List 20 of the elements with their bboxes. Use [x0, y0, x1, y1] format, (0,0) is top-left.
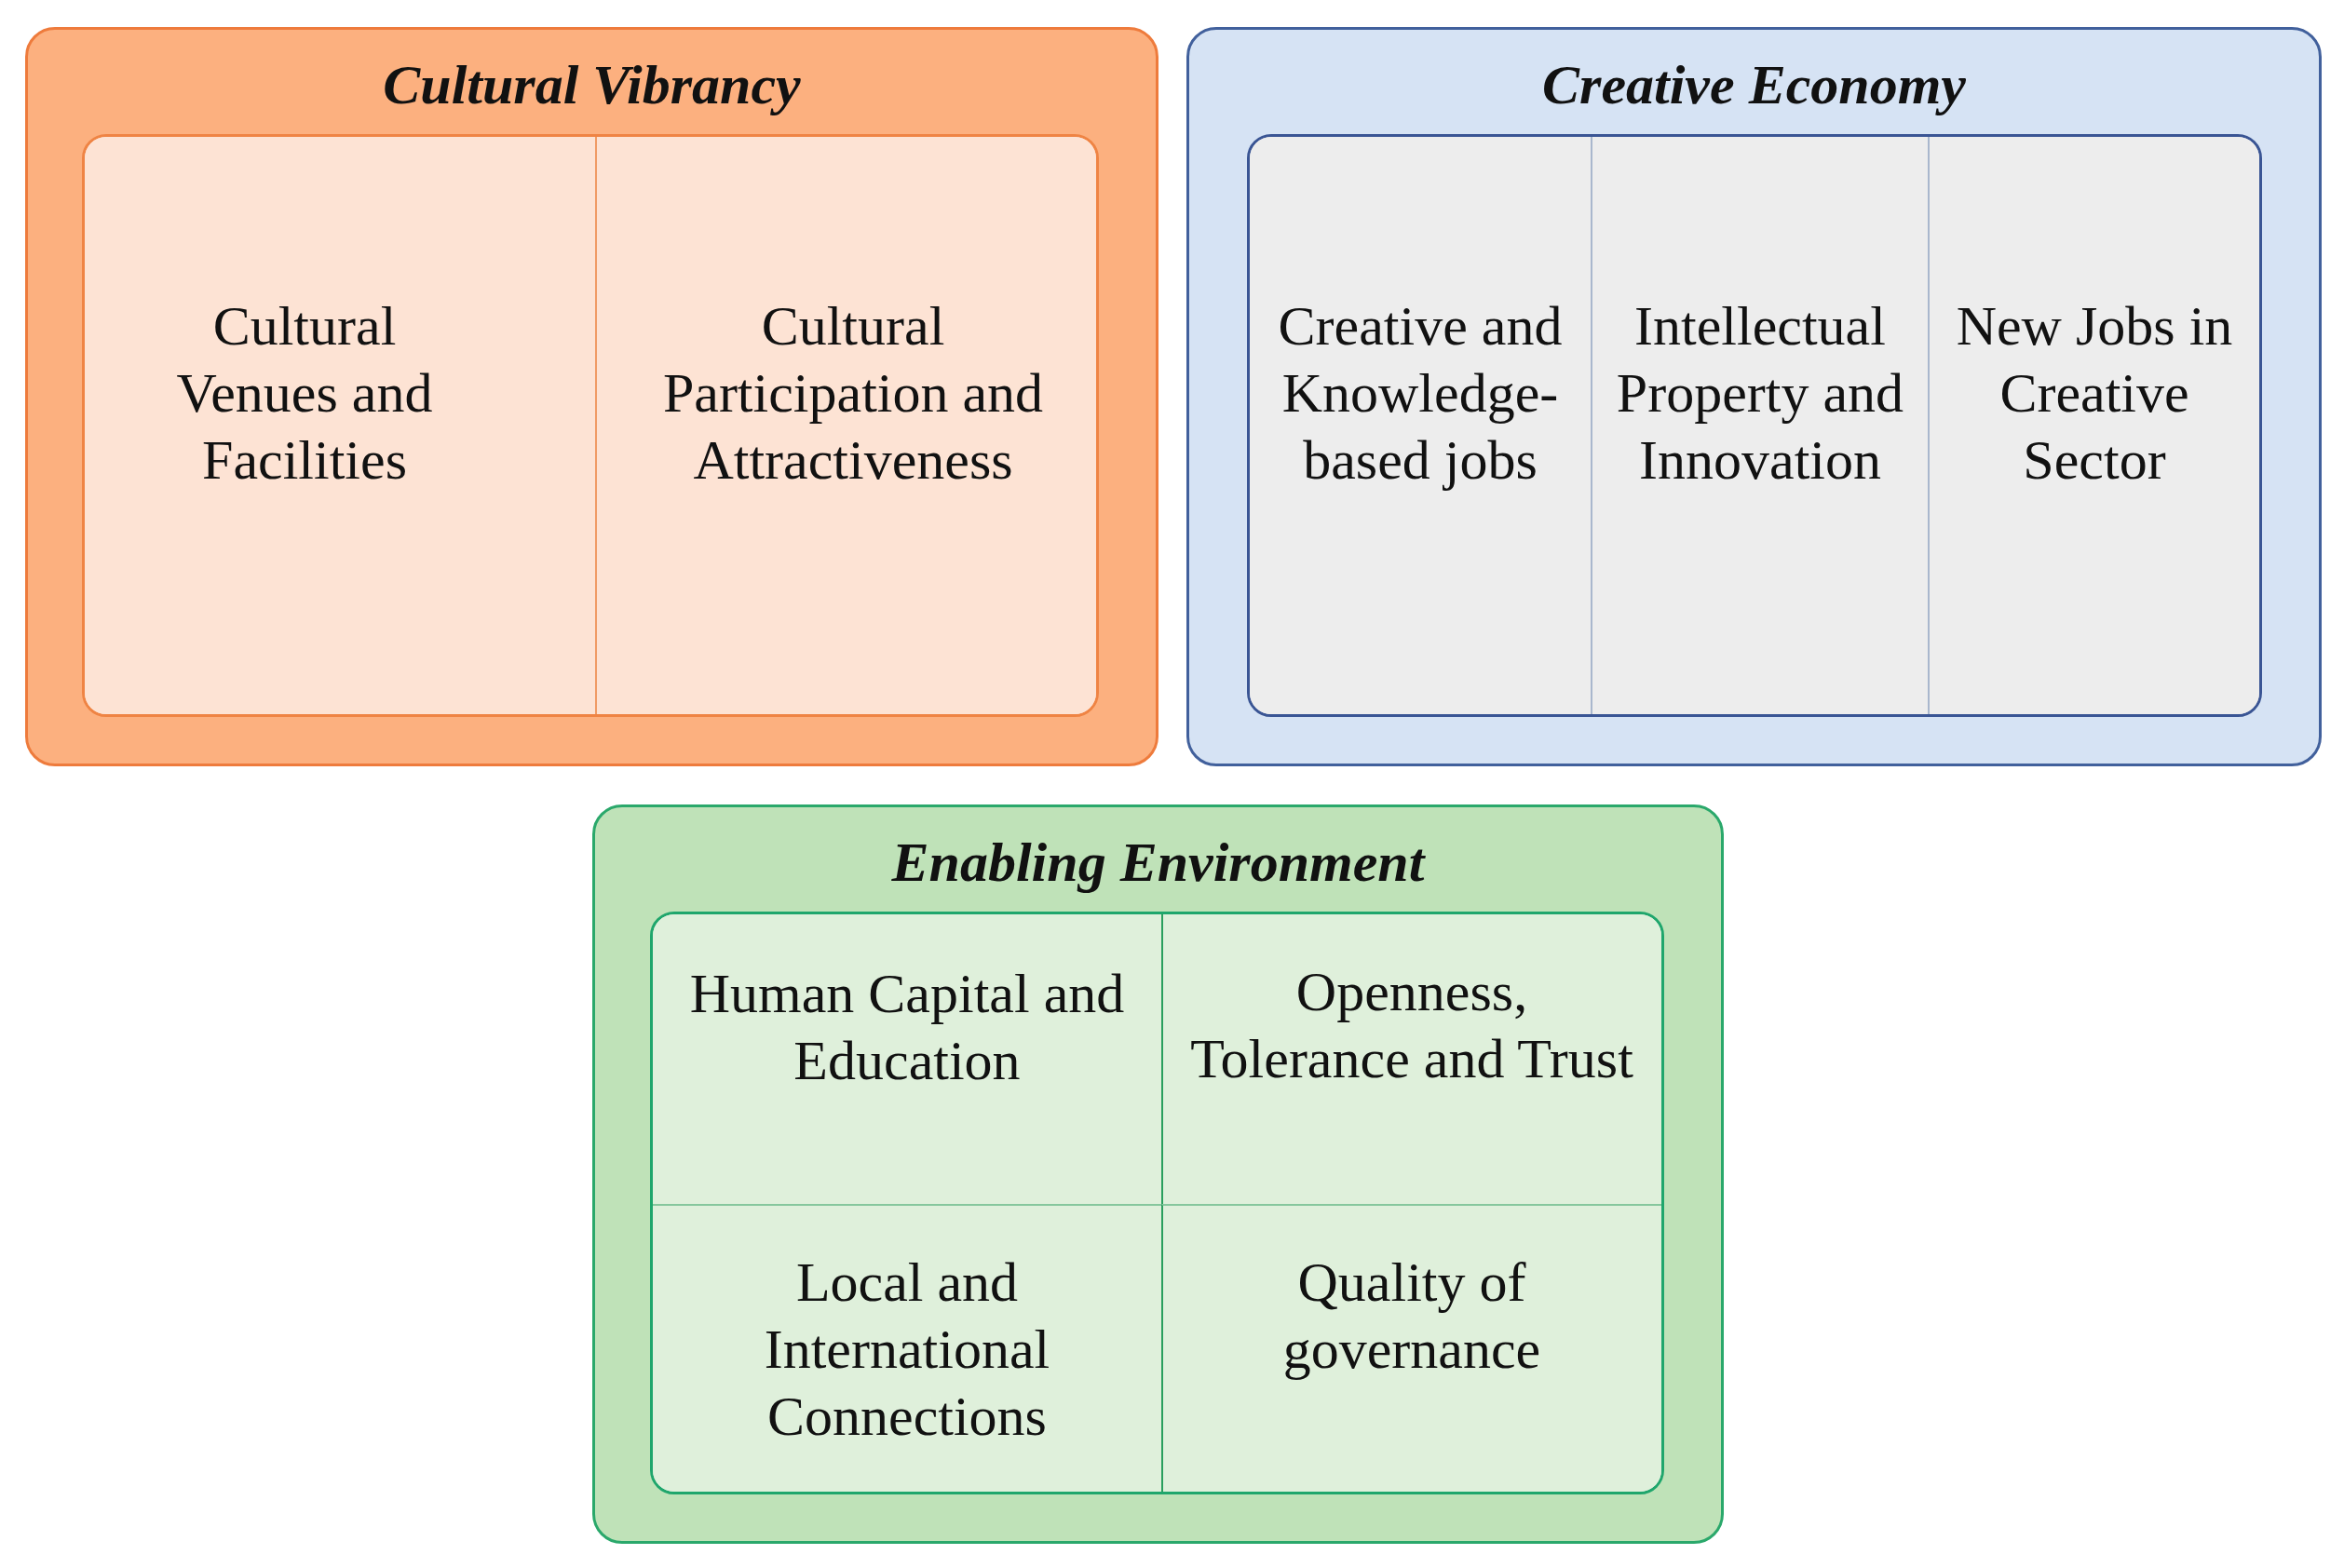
category-panel [25, 27, 1158, 766]
indicator-label: Local and International Connections [763, 1250, 1051, 1449]
category-panel [1186, 27, 2322, 766]
category-panel [592, 804, 1724, 1544]
indicator-cell [1928, 137, 2259, 714]
indicator-label: Cultural Venues and Facilities [175, 294, 434, 493]
indicator-label: Quality of governance [1281, 1250, 1542, 1382]
indicator-label: Creative and Knowledge-based jobs [1277, 294, 1564, 493]
indicator-cell [1161, 1204, 1661, 1492]
indicator-label: Openness, Tolerance and Trust [1189, 960, 1634, 1091]
indicator-label: Human Capital and Education [688, 962, 1126, 1093]
indicator-cell [653, 1204, 1161, 1492]
group-title: Cultural Vibrancy [383, 53, 801, 117]
indicator-cell [595, 137, 1096, 714]
indicator-label: Cultural Participation and Attractiveness [661, 294, 1045, 493]
group-title: Enabling Environment [891, 831, 1425, 895]
group-title: Creative Economy [1542, 53, 1966, 117]
indicator-label: New Jobs in Creative Sector [1955, 294, 2234, 493]
indicator-label: Intellectual Property and Innovation [1615, 294, 1905, 493]
indicator-cell [1161, 914, 1661, 1204]
